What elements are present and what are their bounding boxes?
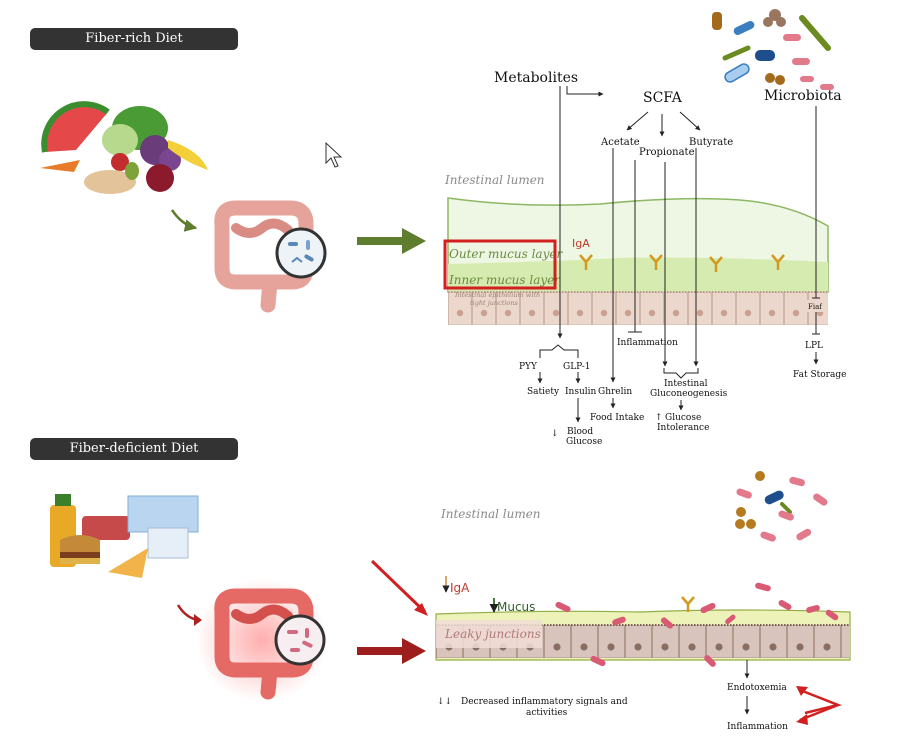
diagonal-red-arrow	[370, 559, 428, 616]
acetate-label: Acetate	[600, 137, 640, 148]
bottom-bacteria-cluster-icon	[735, 471, 828, 542]
leaky-junctions-label: Leaky junctions	[444, 627, 541, 641]
lpl-label: LPL	[805, 341, 823, 351]
penetrating-bacteria-icon	[555, 582, 839, 667]
microbiota-cluster-icon	[712, 9, 834, 90]
glp1-label: GLP-1	[563, 362, 591, 372]
bottom-inflammation-label: Inflammation	[727, 722, 788, 732]
inflamed-colon-icon	[214, 588, 314, 700]
healthy-colon-icon	[214, 200, 314, 313]
blood-label: Blood	[567, 427, 593, 437]
ghrelin-label: Ghrelin	[598, 387, 632, 397]
glucose-label: Glucose	[566, 437, 602, 447]
gluconeogenesis-label-2: Gluconeogenesis	[650, 389, 728, 399]
propionate-label: Propionate	[639, 147, 695, 158]
fiaf-label: Fiaf	[808, 303, 823, 311]
green-arrow	[357, 228, 426, 254]
up-arrow-glyph: ↑	[655, 413, 663, 423]
top-epithelium	[448, 292, 828, 325]
inflammation-label: Inflammation	[617, 338, 678, 348]
highlight-box	[443, 239, 557, 290]
epithelium-label-1: Intestinal epithelium with	[454, 291, 540, 299]
fat-storage-label: Fat Storage	[793, 370, 846, 380]
processed-food-icon	[50, 494, 199, 578]
outer-mucus-label: Outer mucus layer	[449, 247, 563, 261]
inner-mucus-label: Inner mucus layer	[448, 273, 561, 287]
food-intake-label: Food Intake	[590, 413, 644, 423]
bottom-antibody-icon	[681, 596, 695, 612]
magnified-pathogen-icon	[274, 614, 326, 666]
fiber-deficient-badge: Fiber-deficient Diet	[30, 438, 238, 460]
down-arrow-glyph: ↓	[551, 429, 559, 439]
satiety-label: Satiety	[527, 387, 560, 397]
magnified-bacteria-icon	[275, 227, 327, 279]
red-arrow	[357, 638, 426, 664]
glucose-intolerance-label-1: Glucose	[665, 413, 701, 423]
top-intestinal-lumen-label: Intestinal lumen	[444, 173, 545, 187]
decreased-signals-label-1: Decreased inflammatory signals and	[461, 697, 628, 707]
gluconeogenesis-label-1: Intestinal	[664, 379, 708, 389]
scfa-label: SCFA	[643, 90, 683, 106]
epithelium-label-2: tight junctions	[470, 299, 519, 307]
double-down-arrow-glyph: ↓↓	[437, 697, 452, 707]
microbiota-label: Microbiota	[764, 88, 842, 104]
top-iga-label: IgA	[572, 237, 590, 250]
fiber-rich-badge: Fiber-rich Diet	[30, 28, 238, 50]
metabolites-label: Metabolites	[494, 70, 578, 86]
bottom-iga-label: IgA	[450, 581, 470, 595]
decreased-signals-label-2: activities	[526, 708, 568, 718]
inner-mucus-layer	[448, 257, 828, 292]
pyy-label: PYY	[519, 362, 538, 372]
butyrate-label: Butyrate	[689, 137, 733, 148]
fiber-rich-food-icon	[40, 101, 208, 194]
endotoxemia-label: Endotoxemia	[727, 683, 787, 693]
insulin-label: Insulin	[565, 387, 597, 397]
mouse-cursor-icon	[325, 141, 343, 168]
bottom-mucus-label: Mucus	[497, 600, 535, 614]
antibody-icon	[579, 254, 785, 272]
glucose-intolerance-label-2: Intolerance	[657, 423, 709, 433]
bottom-intestinal-lumen-label: Intestinal lumen	[440, 507, 541, 521]
